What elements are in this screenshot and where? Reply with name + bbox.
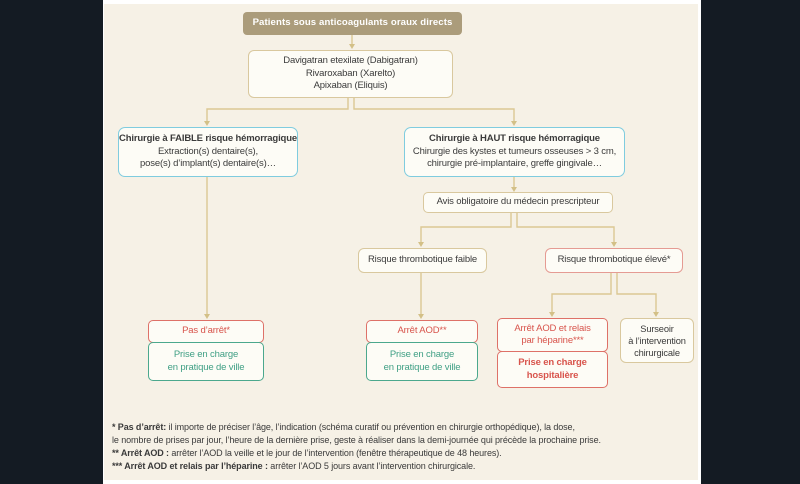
high-risk-line: Chirurgie des kystes et tumeurs osseuses… xyxy=(412,145,617,157)
postpone-line: chirurgicale xyxy=(634,347,680,358)
stop-relay-line: par héparine*** xyxy=(521,335,584,346)
thrombotic-risk-high-label: Risque thrombotique élevé* xyxy=(557,254,671,266)
footnote-text: arrêter l’AOD 5 jours avant l’interventi… xyxy=(267,461,476,471)
stop-relay-line: Arrêt AOD et relais xyxy=(514,322,591,334)
medications-box: Davigatran etexilate (Dabigatran) Rivaro… xyxy=(248,50,453,98)
footnote-no-stop-cont: le nombre de prises par jour, l’heure de… xyxy=(112,434,684,447)
medication-line: Davigatran etexilate (Dabigatran) xyxy=(283,55,418,67)
footnote-text: arrêter l’AOD la veille et le jour de l’… xyxy=(168,448,502,458)
low-risk-title: Chirurgie à FAIBLE risque hémorragique xyxy=(119,133,298,145)
no-stop-box: Pas d’arrêt* xyxy=(148,320,264,343)
city-care-line: Prise en charge xyxy=(389,349,455,360)
postpone-line: Surseoir xyxy=(640,323,674,334)
low-bleeding-risk-surgery-box: Chirurgie à FAIBLE risque hémorragique E… xyxy=(118,127,298,177)
left-letterbox-bar xyxy=(0,0,103,484)
thrombotic-risk-high-box: Risque thrombotique élevé* xyxy=(545,248,683,273)
city-care-line: en pratique de ville xyxy=(167,361,245,373)
stop-aod-label: Arrêt AOD** xyxy=(397,325,447,337)
low-risk-line: Extraction(s) dentaire(s), xyxy=(157,145,259,157)
low-risk-line: pose(s) d’implant(s) dentaire(s)… xyxy=(139,158,276,170)
root-title-box: Patients sous anticoagulants oraux direc… xyxy=(243,12,462,35)
footnote-no-stop: * Pas d’arrêt: il importe de préciser l’… xyxy=(112,421,684,434)
thrombotic-risk-low-label: Risque thrombotique faible xyxy=(367,254,478,266)
high-bleeding-risk-surgery-box: Chirurgie à HAUT risque hémorragique Chi… xyxy=(404,127,625,177)
hospital-care-line: Prise en charge xyxy=(518,357,587,368)
footnote-heparin-relay: *** Arrêt AOD et relais par l’héparine :… xyxy=(112,460,684,473)
postpone-surgery-box: Surseoir à l’intervention chirurgicale xyxy=(620,318,694,363)
high-risk-title: Chirurgie à HAUT risque hémorragique xyxy=(429,133,600,145)
root-title-label: Patients sous anticoagulants oraux direc… xyxy=(252,17,453,29)
prescriber-advice-box: Avis obligatoire du médecin prescripteur xyxy=(423,192,613,213)
prescriber-advice-label: Avis obligatoire du médecin prescripteur xyxy=(436,196,600,208)
hospital-care-line: hospitalière xyxy=(526,369,579,381)
city-care-box-middle: Prise en charge en pratique de ville xyxy=(366,342,478,381)
footnote-text: il importe de préciser l’âge, l’indicati… xyxy=(166,422,575,432)
footnote-lead: * Pas d’arrêt: xyxy=(112,422,167,432)
city-care-line: en pratique de ville xyxy=(383,361,461,373)
footnote-text: le nombre de prises par jour, l’heure de… xyxy=(112,435,601,445)
high-risk-line: chirurgie pré-implantaire, greffe gingiv… xyxy=(427,158,602,170)
medication-line: Rivaroxaban (Xarelto) xyxy=(305,67,396,79)
thrombotic-risk-low-box: Risque thrombotique faible xyxy=(358,248,487,273)
hospital-care-box: Prise en charge hospitalière xyxy=(497,351,608,388)
right-letterbox-bar xyxy=(701,0,800,484)
city-care-line: Prise en charge xyxy=(173,349,239,360)
stop-aod-heparin-relay-box: Arrêt AOD et relais par héparine*** xyxy=(497,318,608,352)
medication-line: Apixaban (Eliquis) xyxy=(313,80,388,92)
stop-aod-box: Arrêt AOD** xyxy=(366,320,478,343)
footnote-lead: ** Arrêt AOD : xyxy=(112,448,169,458)
no-stop-label: Pas d’arrêt* xyxy=(182,325,230,337)
footnote-stop-aod: ** Arrêt AOD : arrêter l’AOD la veille e… xyxy=(112,447,684,460)
city-care-box-left: Prise en charge en pratique de ville xyxy=(148,342,264,381)
postpone-line: à l’intervention xyxy=(628,335,686,346)
footnote-lead: *** Arrêt AOD et relais par l’héparine : xyxy=(112,461,268,471)
footnotes-block: * Pas d’arrêt: il importe de préciser l’… xyxy=(112,421,684,473)
